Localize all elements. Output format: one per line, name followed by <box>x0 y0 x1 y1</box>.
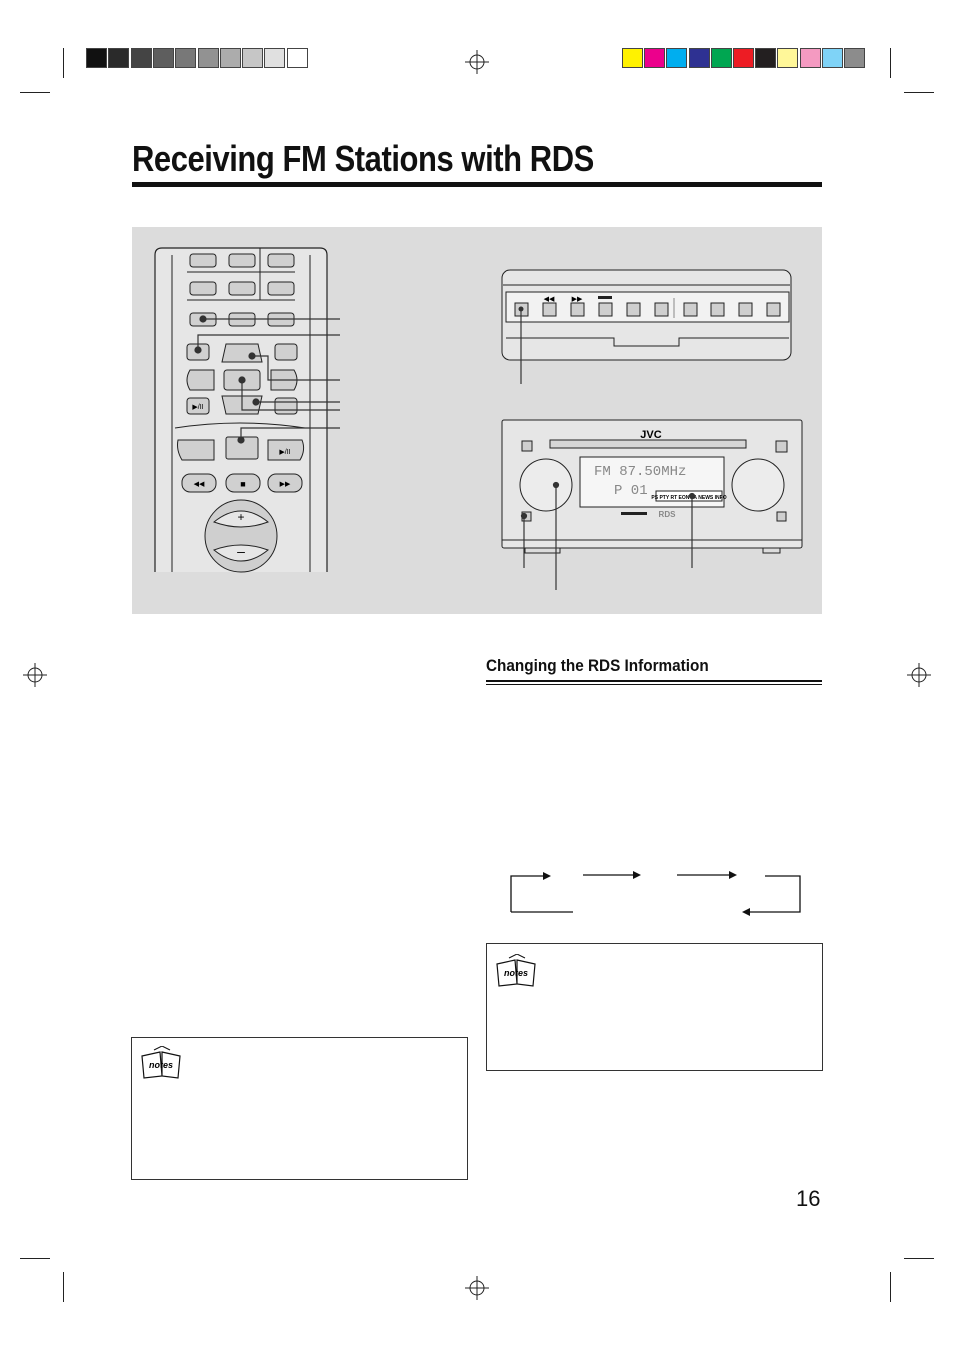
color-swatch <box>644 48 666 68</box>
play-pause-symbol-2: ▶/II <box>279 449 290 456</box>
color-swatch <box>799 48 821 68</box>
gray-swatch <box>152 48 174 68</box>
unit-top-panel-illustration: ◀◀ ▶▶ <box>501 269 792 384</box>
section-rule-thick <box>486 680 822 682</box>
gray-swatch <box>108 48 130 68</box>
cycle-arrow-2 <box>633 871 641 879</box>
notes-label: notes <box>504 968 528 978</box>
notes-box-right: notes <box>486 943 823 1071</box>
notes-icon: notes <box>496 954 536 987</box>
play-pause-symbol-1: ▶/II <box>192 404 203 411</box>
gray-swatch <box>86 48 107 68</box>
rds-cycle-diagram <box>510 871 801 916</box>
next-symbol: ▶▶ <box>280 481 291 488</box>
cycle-arrow-3 <box>729 871 737 879</box>
registration-mark-bottom <box>465 1276 489 1300</box>
notes-box-left: notes <box>131 1037 468 1180</box>
volume-minus-label: – <box>237 543 245 559</box>
cycle-arrow-4 <box>742 908 750 916</box>
stop-symbol: ■ <box>240 479 245 489</box>
prev-symbol: ◀◀ <box>194 481 205 488</box>
top-prev-symbol: ◀◀ <box>544 296 555 303</box>
notes-icon: notes <box>141 1046 181 1079</box>
color-swatch <box>710 48 732 68</box>
gray-swatch <box>175 48 197 68</box>
unit-front-panel-illustration: JVC FM 87.50MHz P 01 PS PTY RT EON TA NE… <box>501 419 803 590</box>
gray-swatch <box>219 48 241 68</box>
brand-logo-text: JVC <box>640 429 661 441</box>
section-heading: Changing the RDS Information <box>486 656 709 675</box>
remote-control-illustration: + – ▶/II ▶/II ◀◀ ■ ▶▶ <box>154 247 340 573</box>
gray-swatch <box>130 48 152 68</box>
illustration-svg: + – ▶/II ▶/II ◀◀ ■ ▶▶ <box>154 247 803 590</box>
registration-mark-top <box>465 50 489 74</box>
gray-swatch <box>197 48 219 68</box>
color-swatch <box>821 48 843 68</box>
registration-mark-right <box>907 663 931 687</box>
color-swatch <box>622 48 643 68</box>
gray-swatch <box>242 48 264 68</box>
registration-mark-left <box>23 663 47 687</box>
section-rule-thin <box>486 684 822 685</box>
color-swatch <box>733 48 754 68</box>
volume-plus-label: + <box>237 510 244 524</box>
gray-swatch <box>264 48 286 68</box>
display-frequency: FM 87.50MHz <box>594 464 686 480</box>
cycle-arrow-1 <box>543 872 551 880</box>
color-swatch <box>844 48 865 68</box>
page-title: Receiving FM Stations with RDS <box>132 138 594 179</box>
color-swatch <box>777 48 799 68</box>
illustration-panel: + – ▶/II ▶/II ◀◀ ■ ▶▶ <box>132 227 822 614</box>
color-swatch <box>755 48 777 68</box>
rds-badge: RDS <box>659 510 677 519</box>
rds-indicators: PS PTY RT EON TA NEWS INFO <box>651 495 726 501</box>
notes-label: notes <box>149 1060 173 1070</box>
title-rule <box>132 182 822 187</box>
page-number: 16 <box>796 1186 821 1211</box>
top-next-symbol: ▶▶ <box>572 296 583 303</box>
display-preset: P 01 <box>614 483 648 499</box>
gray-swatch <box>286 48 308 68</box>
color-swatch <box>688 48 710 68</box>
color-swatch <box>666 48 688 68</box>
